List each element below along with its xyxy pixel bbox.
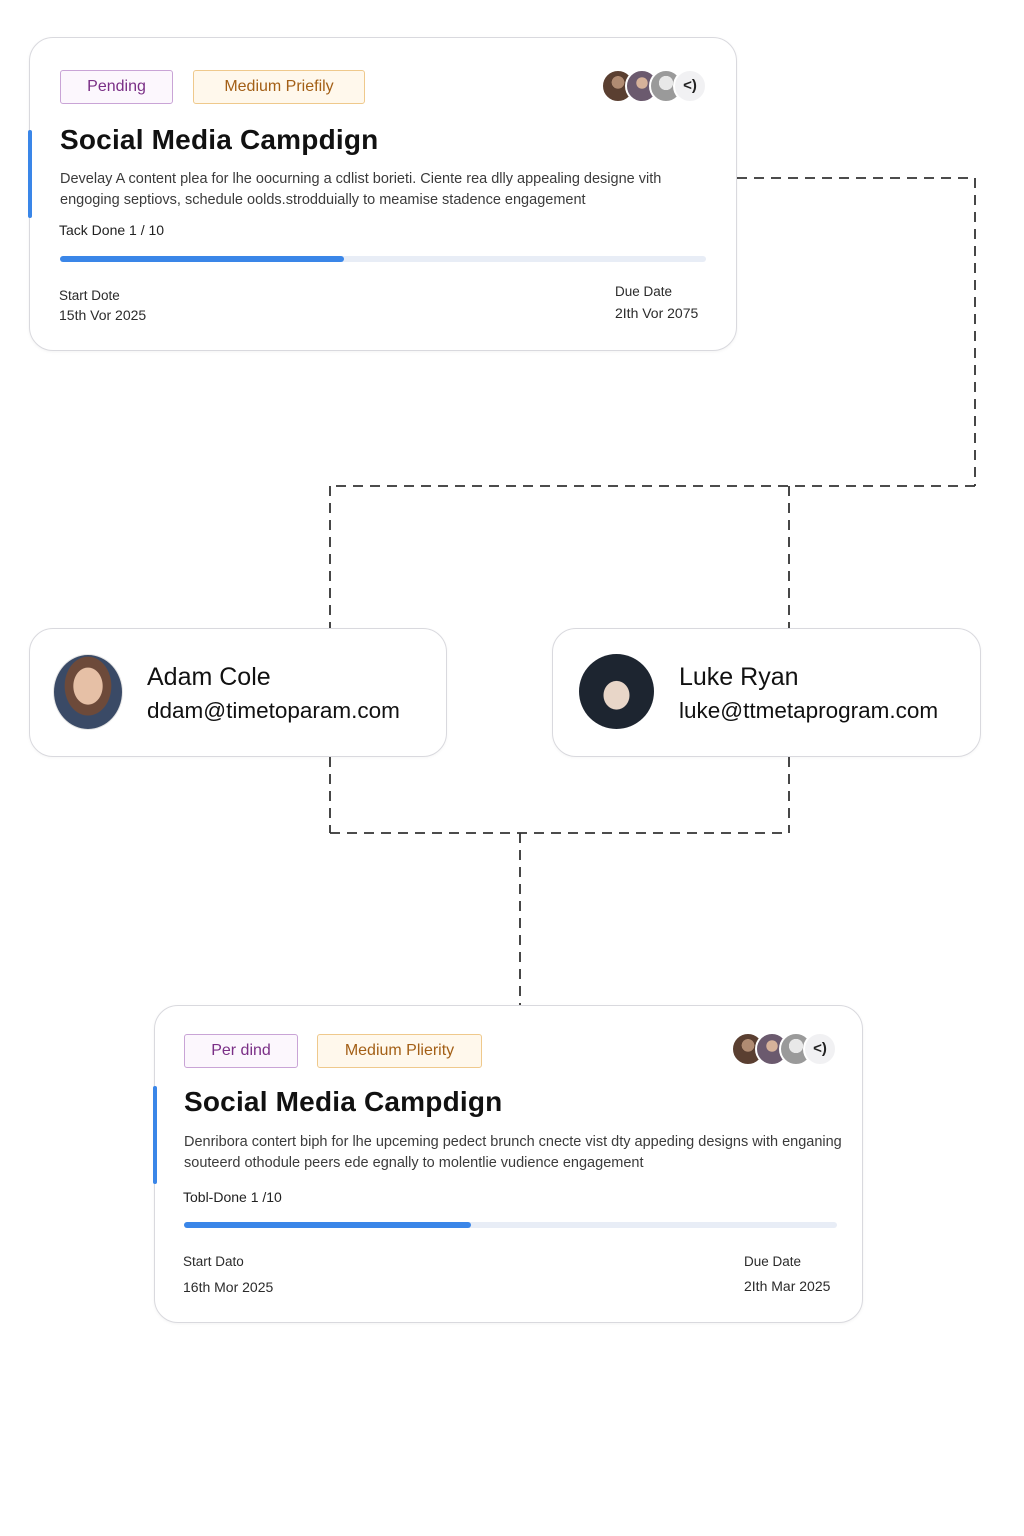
assignee-avatars[interactable]: <) <box>731 1032 843 1068</box>
avatar <box>579 654 654 729</box>
priority-badge[interactable]: Medium Plierity <box>317 1034 482 1068</box>
task-progress-label: Tobl-Done 1 /10 <box>183 1189 282 1205</box>
progress-fill <box>60 256 345 262</box>
progress-fill <box>184 1222 472 1228</box>
due-date-value: 2Ith Mar 2025 <box>744 1278 831 1294</box>
card-title: Social Media Campdign <box>60 124 379 155</box>
progress-bar <box>184 1222 837 1228</box>
assignee-card[interactable]: Adam Cole ddam@timetoparam.com <box>29 628 447 757</box>
more-assignees-icon[interactable]: <) <box>673 69 707 103</box>
assignee-avatars[interactable]: <) <box>601 69 713 105</box>
card-accent-bar <box>28 130 32 218</box>
due-date-label: Due Date <box>744 1254 802 1269</box>
due-date-label: Due Date <box>615 284 673 299</box>
progress-bar <box>60 256 706 262</box>
start-date-label: Start Dato <box>183 1254 244 1269</box>
card-description: Develay A content plea for lhe oocurning… <box>60 171 662 208</box>
assignee-card[interactable]: Luke Ryan luke@ttmetaprogram.com <box>552 628 981 757</box>
task-card[interactable]: Per dind Medium Plierity <) Social Media… <box>153 1005 863 1323</box>
start-date-value: 16th Mor 2025 <box>183 1279 274 1295</box>
start-date-value: 15th Vor 2025 <box>59 307 147 323</box>
card-title: Social Media Campdign <box>184 1086 503 1117</box>
status-badge[interactable]: Per dind <box>184 1034 298 1068</box>
start-date-label: Start Dote <box>59 288 120 303</box>
task-card[interactable]: Pending Medium Priefily <) Social Media … <box>28 37 737 351</box>
person-name: Adam Cole <box>147 663 271 691</box>
person-email[interactable]: luke@ttmetaprogram.com <box>679 698 939 723</box>
avatar <box>53 654 123 730</box>
person-email[interactable]: ddam@timetoparam.com <box>147 698 400 723</box>
due-date-value: 2Ith Vor 2075 <box>615 305 699 321</box>
person-name: Luke Ryan <box>679 663 799 691</box>
card-accent-bar <box>153 1086 157 1184</box>
status-badge[interactable]: Pending <box>60 70 173 104</box>
connector-card1-to-branch <box>737 177 976 486</box>
priority-badge[interactable]: Medium Priefily <box>193 70 365 104</box>
task-progress-label: Tack Done 1 / 10 <box>59 222 165 238</box>
card-description: Denribora contert biph for lhe upceming … <box>184 1134 842 1171</box>
more-assignees-icon[interactable]: <) <box>803 1032 837 1066</box>
